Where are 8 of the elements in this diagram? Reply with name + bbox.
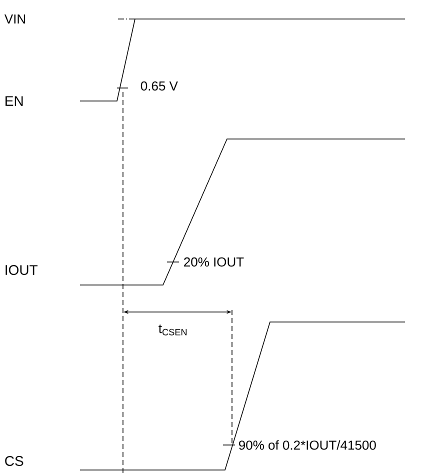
signal-name: IOUT xyxy=(6,265,38,275)
signal-name: VIN xyxy=(4,14,26,24)
signal-name: CS xyxy=(5,456,24,466)
signal-name: EN xyxy=(6,96,23,106)
threshold-label: 90% of 0.2*IOUT/41500 xyxy=(239,440,376,450)
dimension-label: t$_{CSEN}$ xyxy=(158,324,187,336)
threshold-label: 0.65 V xyxy=(140,81,178,91)
threshold-label: 20% IOUT xyxy=(184,257,244,267)
